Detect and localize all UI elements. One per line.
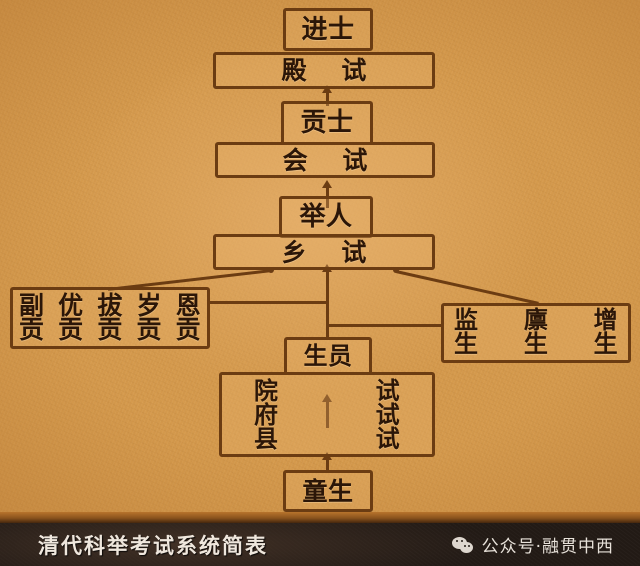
connector-spine-to-gongsheng-box: [210, 301, 328, 304]
wechat-credit: 公众号·融贯中西: [451, 523, 614, 566]
sheng-item-zengsheng: 增 生: [594, 309, 618, 356]
node-dianshi-label: 殿 试: [281, 56, 367, 85]
gongsheng-item-fugong-top: 副: [19, 290, 45, 320]
connector-tongsheng-to-yuanshi: [326, 457, 329, 473]
connector-shengyuan-to-xiangshi: [326, 268, 329, 340]
wechat-icon: [451, 536, 474, 554]
gongsheng-item-suigong: 岁 贡: [136, 290, 162, 344]
sheng-item-zengsheng-bottom: 生: [593, 330, 618, 358]
node-yuanfuxian-shi[interactable]: 院 府 县 试 试 试: [219, 372, 435, 457]
sheng-item-jiansheng-bottom: 生: [454, 330, 479, 358]
node-yuanshi-left-label: 院 府 县: [254, 376, 279, 453]
sheng-item-jiansheng-top: 监: [454, 306, 479, 335]
node-gongshi-label: 贡士: [300, 108, 354, 138]
node-yuanshi-left-column: 院 府 县: [254, 379, 278, 451]
sheng-item-linsheng-bottom: 生: [523, 330, 549, 358]
gongsheng-item-yougong: 优 贡: [58, 290, 84, 344]
connector-huishi-to-dianshi: [326, 90, 329, 106]
gongsheng-item-suigong-top: 岁: [136, 290, 162, 320]
arrow-inside-yuanshi: [322, 394, 332, 402]
gongsheng-item-yougong-top: 优: [58, 290, 84, 320]
sheng-item-linsheng-top: 廪: [523, 306, 549, 335]
gongsheng-item-engong-bottom: 贡: [175, 315, 201, 344]
junction-dot-right: [393, 267, 399, 273]
node-jinshi-label: 进士: [301, 14, 355, 45]
wechat-credit-label: 公众号·融贯中西: [481, 537, 614, 557]
node-tongsheng-label: 童生: [302, 476, 354, 506]
node-huishi[interactable]: 会 试: [215, 142, 435, 178]
node-xiangshi[interactable]: 乡 试: [213, 234, 435, 270]
connector-spine-to-shengbox: [326, 324, 442, 327]
gongsheng-item-engong: 恩 贡: [175, 290, 201, 344]
gongsheng-item-bagong-top: 拔: [97, 290, 123, 320]
node-gongshi[interactable]: 贡士: [281, 101, 373, 145]
node-tongsheng[interactable]: 童生: [283, 470, 373, 512]
sheng-item-linsheng: 廪 生: [524, 309, 548, 356]
gongsheng-item-yougong-bottom: 贡: [58, 315, 84, 344]
arrow-xiangshi-to-huishi: [322, 180, 332, 188]
gongsheng-item-fugong-bottom: 贡: [19, 315, 45, 344]
junction-dot-left: [268, 267, 274, 273]
arrow-huishi-to-dianshi: [322, 85, 332, 93]
caption-top-strip: [0, 512, 640, 523]
node-yuanshi-right-label: 试 试 试: [375, 376, 400, 453]
sheng-types-box[interactable]: 监 生 廪 生 增 生: [441, 303, 631, 363]
node-yuanshi-right-column: 试 试 试: [376, 379, 400, 451]
gongsheng-item-engong-top: 恩: [175, 290, 201, 320]
node-juren-label: 举人: [299, 202, 353, 232]
gongsheng-item-bagong: 拔 贡: [97, 290, 123, 344]
node-shengyuan-label: 生员: [303, 342, 353, 370]
gongsheng-item-fugong: 副 贡: [19, 290, 45, 344]
sheng-item-jiansheng: 监 生: [454, 309, 478, 356]
node-dianshi[interactable]: 殿 试: [213, 52, 435, 89]
node-xiangshi-label: 乡 试: [281, 237, 367, 267]
node-juren[interactable]: 举人: [279, 196, 373, 238]
connector-inside-yuanshi: [326, 400, 329, 428]
gongsheng-types-box[interactable]: 副 贡 优 贡 拔 贡 岁 贡 恩 贡: [10, 287, 210, 349]
gongsheng-item-suigong-bottom: 贡: [136, 315, 162, 344]
node-jinshi[interactable]: 进士: [283, 8, 373, 51]
caption-bar: 清代科举考试系统简表 公众号·融贯中西: [0, 523, 640, 566]
node-huishi-label: 会 试: [282, 145, 368, 175]
caption-title: 清代科举考试系统简表: [38, 533, 268, 558]
gongsheng-item-bagong-bottom: 贡: [97, 315, 123, 344]
node-shengyuan[interactable]: 生员: [284, 337, 372, 375]
sheng-item-zengsheng-top: 增: [593, 306, 618, 335]
